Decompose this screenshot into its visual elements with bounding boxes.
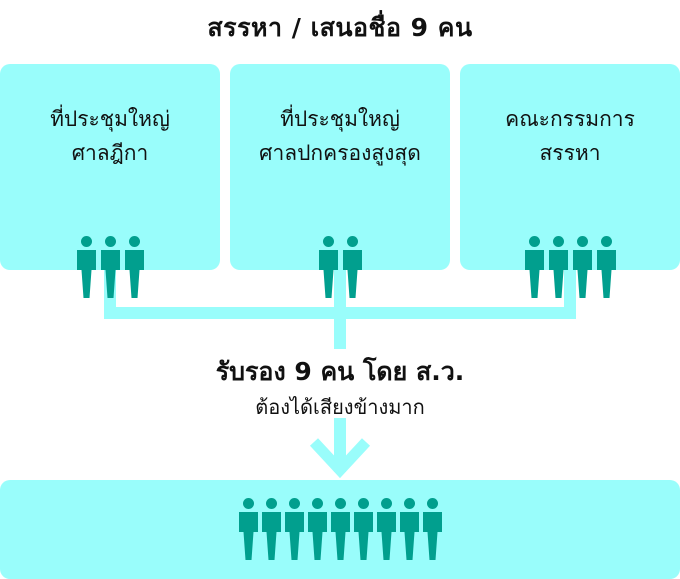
person-icon [330,498,351,560]
source-card-label-line1: คณะกรรมการ [505,107,635,131]
connector-stem-center [334,268,346,319]
source-card-label-line1: ที่ประชุมใหญ่ [280,107,400,131]
source-card-label-line2: ศาลปกครองสูงสุด [259,141,421,165]
person-group [460,236,680,298]
person-icon [76,236,97,298]
person-icon [100,236,121,298]
person-icon [238,498,259,560]
result-main-text: รับรอง 9 คน โดย ส.ว. [215,357,465,386]
source-card-supreme-administrative-court: ที่ประชุมใหญ่ ศาลปกครองสูงสุด [230,64,450,298]
connector-down-upper [334,307,346,349]
arrow-down-icon [309,438,371,479]
source-card-label-line2: สรรหา [539,141,601,165]
source-card-label: คณะกรรมการ สรรหา [460,102,680,170]
person-icon [342,236,363,298]
person-icon [284,498,305,560]
source-card-label: ที่ประชุมใหญ่ ศาลปกครองสูงสุด [230,102,450,170]
connector-down-lower [334,418,346,472]
person-icon [318,236,339,298]
person-icon [596,236,617,298]
source-card-selection-committee: คณะกรรมการ สรรหา [460,64,680,298]
page-title: สรรหา / เสนอชื่อ 9 คน [207,13,473,42]
person-icon [399,498,420,560]
source-card-label-line1: ที่ประชุมใหญ่ [50,107,170,131]
source-card-label: ที่ประชุมใหญ่ ศาลฎีกา [0,102,220,170]
person-icon [376,498,397,560]
person-group [0,236,220,298]
person-icon [548,236,569,298]
person-icon [124,236,145,298]
person-icon [261,498,282,560]
person-icon [572,236,593,298]
person-icon [353,498,374,560]
person-group [230,236,450,298]
result-sub-text: ต้องได้เสียงข้างมาก [255,395,425,419]
person-icon [307,498,328,560]
source-card-label-line2: ศาลฎีกา [71,141,149,165]
connector-stem-right [564,268,576,319]
source-card-supreme-court: ที่ประชุมใหญ่ ศาลฎีกา [0,64,220,298]
person-icon [524,236,545,298]
person-group-result [0,498,680,560]
person-icon [422,498,443,560]
